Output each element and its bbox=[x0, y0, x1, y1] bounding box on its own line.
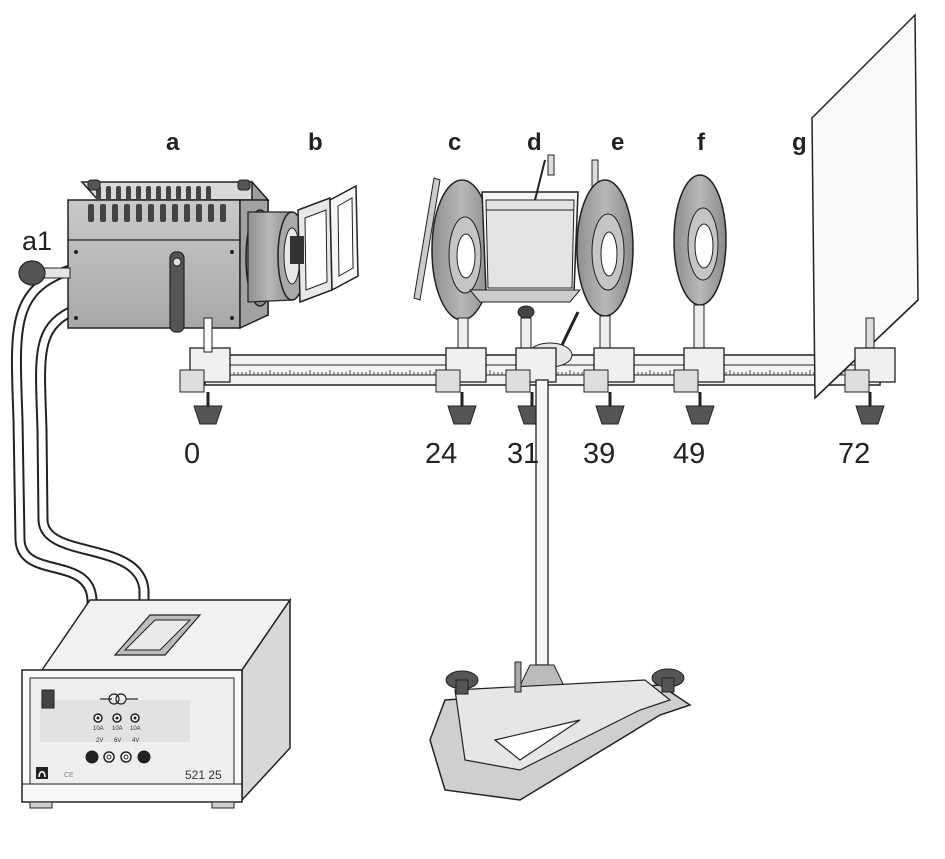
rider-clamps bbox=[179, 317, 896, 425]
power-cables bbox=[10, 264, 150, 758]
slide-holder bbox=[290, 184, 359, 304]
liquid-cuvette bbox=[468, 154, 582, 368]
rider-24 bbox=[435, 347, 487, 425]
socket-lower-2[interactable] bbox=[103, 751, 115, 763]
label-e: e bbox=[611, 129, 624, 156]
lens-c bbox=[413, 177, 493, 349]
position-labels: 0 24 31 39 49 72 bbox=[184, 438, 870, 470]
position-label-72: 72 bbox=[838, 438, 870, 470]
socket-rating-3: 10A bbox=[130, 726, 141, 732]
label-d: d bbox=[527, 129, 542, 156]
vent-slots bbox=[88, 186, 226, 222]
projection-screen bbox=[811, 13, 919, 400]
socket-rating-2: 10A bbox=[112, 726, 123, 732]
lamp-housing bbox=[18, 179, 307, 333]
socket-lower-1[interactable] bbox=[85, 750, 99, 764]
label-c: c bbox=[448, 129, 461, 156]
position-label-31: 31 bbox=[507, 438, 539, 470]
model-number: 521 25 bbox=[185, 768, 222, 782]
socket-rating-1: 10A bbox=[93, 726, 104, 732]
voltage-label-1: 2V bbox=[96, 738, 103, 744]
rider-39 bbox=[583, 347, 635, 425]
ce-mark: CE bbox=[64, 772, 74, 779]
socket-lower-4[interactable] bbox=[137, 750, 151, 764]
rider-72 bbox=[844, 347, 896, 425]
lamp-adjust-knob bbox=[18, 260, 71, 286]
lens-e bbox=[576, 159, 634, 349]
position-label-24: 24 bbox=[425, 438, 457, 470]
label-b: b bbox=[308, 129, 323, 156]
transformer-symbol-icon bbox=[100, 693, 138, 705]
power-switch[interactable] bbox=[41, 689, 55, 709]
rider-0 bbox=[179, 317, 231, 425]
lens-f bbox=[673, 174, 727, 349]
label-a: a bbox=[166, 129, 180, 156]
power-supply: 10A 10A 10A 2V 6V 4V CE 521 25 bbox=[21, 597, 292, 809]
rider-49 bbox=[673, 347, 725, 425]
position-label-39: 39 bbox=[583, 438, 615, 470]
manufacturer-logo-icon bbox=[36, 767, 48, 779]
position-label-0: 0 bbox=[184, 438, 200, 470]
voltage-label-3: 4V bbox=[132, 738, 139, 744]
component-labels: a b c d e f g a1 bbox=[22, 129, 807, 256]
label-a1: a1 bbox=[22, 226, 52, 256]
position-label-49: 49 bbox=[673, 438, 705, 470]
label-f: f bbox=[697, 129, 706, 156]
socket-lower-3[interactable] bbox=[120, 751, 132, 763]
label-g: g bbox=[792, 129, 807, 156]
voltage-label-2: 6V bbox=[114, 738, 121, 744]
support-stand bbox=[429, 379, 692, 801]
